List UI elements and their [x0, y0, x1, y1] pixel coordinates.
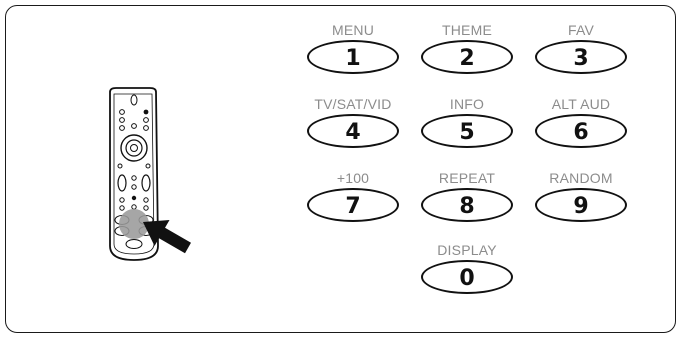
remote-control-icon	[109, 87, 191, 261]
remote-inner-outline-icon	[113, 93, 155, 255]
key-3: FAV 3	[526, 22, 636, 74]
key-2: THEME 2	[412, 22, 522, 74]
key-4: TV/SAT/VID 4	[298, 96, 408, 148]
key-5: INFO 5	[412, 96, 522, 148]
key-9-button[interactable]: 9	[535, 188, 627, 222]
key-1: MENU 1	[298, 22, 408, 74]
key-6: ALT AUD 6	[526, 96, 636, 148]
pointing-arrow-icon	[142, 220, 191, 254]
key-0: DISPLAY 0	[412, 242, 522, 294]
key-8-button[interactable]: 8	[421, 188, 513, 222]
key-2-caption: THEME	[442, 22, 492, 38]
key-3-caption: FAV	[567, 22, 595, 38]
key-7-button[interactable]: 7	[307, 188, 399, 222]
key-7: +100 7	[298, 170, 408, 222]
key-1-button[interactable]: 1	[307, 40, 399, 74]
key-4-caption: TV/SAT/VID	[314, 96, 392, 112]
key-3-button[interactable]: 3	[535, 40, 627, 74]
key-6-button[interactable]: 6	[535, 114, 627, 148]
key-7-caption: +100	[336, 170, 370, 186]
keypad-highlight-icon	[119, 209, 149, 239]
key-9: RANDOM 9	[526, 170, 636, 222]
number-keypad: MENU 1 THEME 2 FAV 3 TV/SAT/VID 4 INFO 5…	[298, 22, 644, 302]
key-4-button[interactable]: 4	[307, 114, 399, 148]
key-8: REPEAT 8	[412, 170, 522, 222]
key-5-button[interactable]: 5	[421, 114, 513, 148]
key-2-button[interactable]: 2	[421, 40, 513, 74]
key-9-caption: RANDOM	[549, 170, 613, 186]
key-8-caption: REPEAT	[438, 170, 496, 186]
key-0-caption: DISPLAY	[437, 242, 497, 258]
key-5-caption: INFO	[449, 96, 485, 112]
remote-dpad-icon	[120, 134, 148, 162]
key-6-caption: ALT AUD	[551, 96, 611, 112]
key-0-button[interactable]: 0	[421, 260, 513, 294]
key-1-caption: MENU	[331, 22, 375, 38]
